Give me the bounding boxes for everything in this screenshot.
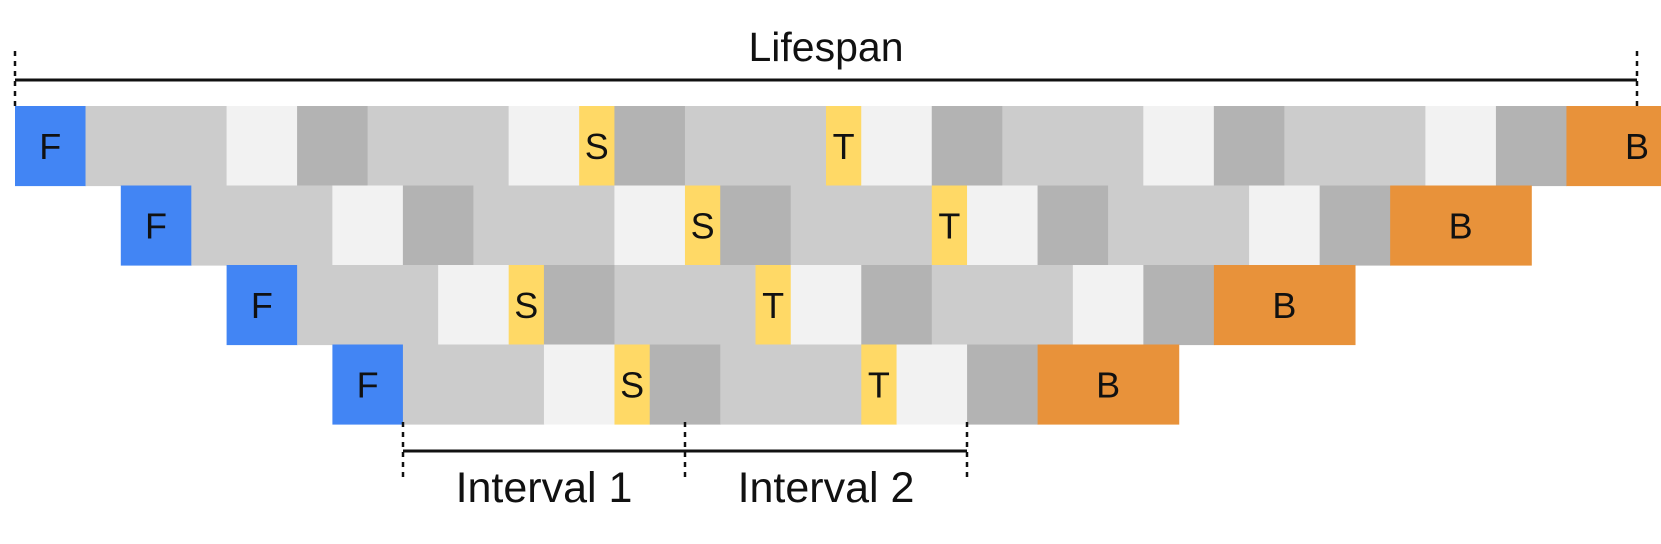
- light-block: [1143, 106, 1215, 187]
- light-block: [896, 344, 968, 425]
- light-block: [543, 344, 616, 425]
- send-block: [614, 344, 651, 425]
- mid-block: [614, 265, 757, 346]
- interval-2-label: Interval 2: [738, 464, 915, 512]
- mid-block: [297, 265, 439, 346]
- lifespan-label: Lifespan: [748, 24, 903, 70]
- light-block: [438, 265, 510, 346]
- mid-block: [1002, 106, 1144, 187]
- dark-block: [402, 185, 474, 266]
- mid-block: [191, 185, 333, 266]
- dark-block: [1319, 185, 1391, 266]
- forward-block: [226, 265, 298, 346]
- backward-block: [1390, 185, 1532, 266]
- forward-block-label: F: [357, 364, 379, 405]
- send-block: [684, 185, 721, 266]
- send-block: [931, 185, 968, 266]
- backward-block-label: B: [1096, 364, 1120, 405]
- send-block-label: S: [585, 126, 609, 167]
- dark-block: [861, 265, 933, 346]
- mid-block: [1108, 185, 1250, 266]
- send-block: [861, 344, 898, 425]
- dark-block: [1143, 265, 1215, 346]
- interval-brackets: Interval 1 Interval 2: [401, 422, 969, 512]
- light-block: [226, 106, 298, 187]
- dark-block: [543, 265, 616, 346]
- send-block-label: S: [514, 285, 538, 326]
- light-block: [614, 185, 686, 266]
- light-block: [1249, 185, 1321, 266]
- send-block-label: S: [691, 205, 715, 246]
- mid-block: [473, 185, 616, 266]
- dark-block: [931, 106, 1003, 187]
- mid-block: [1284, 106, 1426, 187]
- mid-block: [931, 265, 1074, 346]
- send-block: [508, 265, 545, 346]
- backward-block-label: B: [1625, 126, 1649, 167]
- backward-block-label: B: [1449, 205, 1473, 246]
- mid-block: [402, 344, 545, 425]
- light-block: [1072, 265, 1144, 346]
- dark-block: [649, 344, 721, 425]
- backward-block-label: B: [1272, 285, 1296, 326]
- forward-block-label: F: [251, 285, 273, 326]
- mid-block: [790, 185, 933, 266]
- dark-block: [297, 106, 369, 187]
- light-block: [508, 106, 580, 187]
- dark-block: [967, 344, 1039, 425]
- forward-block-label: F: [39, 126, 61, 167]
- mid-block: [684, 106, 827, 187]
- mid-block: [720, 344, 862, 425]
- send-block-label: T: [833, 126, 855, 167]
- dark-block: [1495, 106, 1568, 187]
- dark-block: [1037, 185, 1109, 266]
- backward-block: [1213, 265, 1356, 346]
- dark-block: [720, 185, 792, 266]
- light-block: [332, 185, 404, 266]
- send-block: [579, 106, 616, 187]
- dark-block: [614, 106, 686, 187]
- dark-block: [1213, 106, 1285, 187]
- light-block: [790, 265, 862, 346]
- forward-block: [332, 344, 404, 425]
- light-block: [1425, 106, 1497, 187]
- lifespan-bracket: Lifespan: [13, 24, 1639, 106]
- backward-block: [1566, 106, 1661, 187]
- send-block-label: T: [938, 205, 960, 246]
- forward-block-label: F: [145, 205, 167, 246]
- forward-block: [15, 106, 87, 187]
- backward-block: [1037, 344, 1180, 425]
- schedule-rows: F S T B F S T B F S T B F S T B: [15, 106, 1661, 425]
- light-block: [967, 185, 1039, 266]
- mid-block: [85, 106, 228, 187]
- interval-1-label: Interval 1: [456, 464, 633, 512]
- send-block-label: T: [868, 364, 890, 405]
- light-block: [861, 106, 933, 187]
- send-block: [755, 265, 792, 346]
- send-block-label: T: [762, 285, 784, 326]
- send-block-label: S: [620, 364, 644, 405]
- send-block: [825, 106, 862, 187]
- forward-block: [120, 185, 192, 266]
- mid-block: [367, 106, 510, 187]
